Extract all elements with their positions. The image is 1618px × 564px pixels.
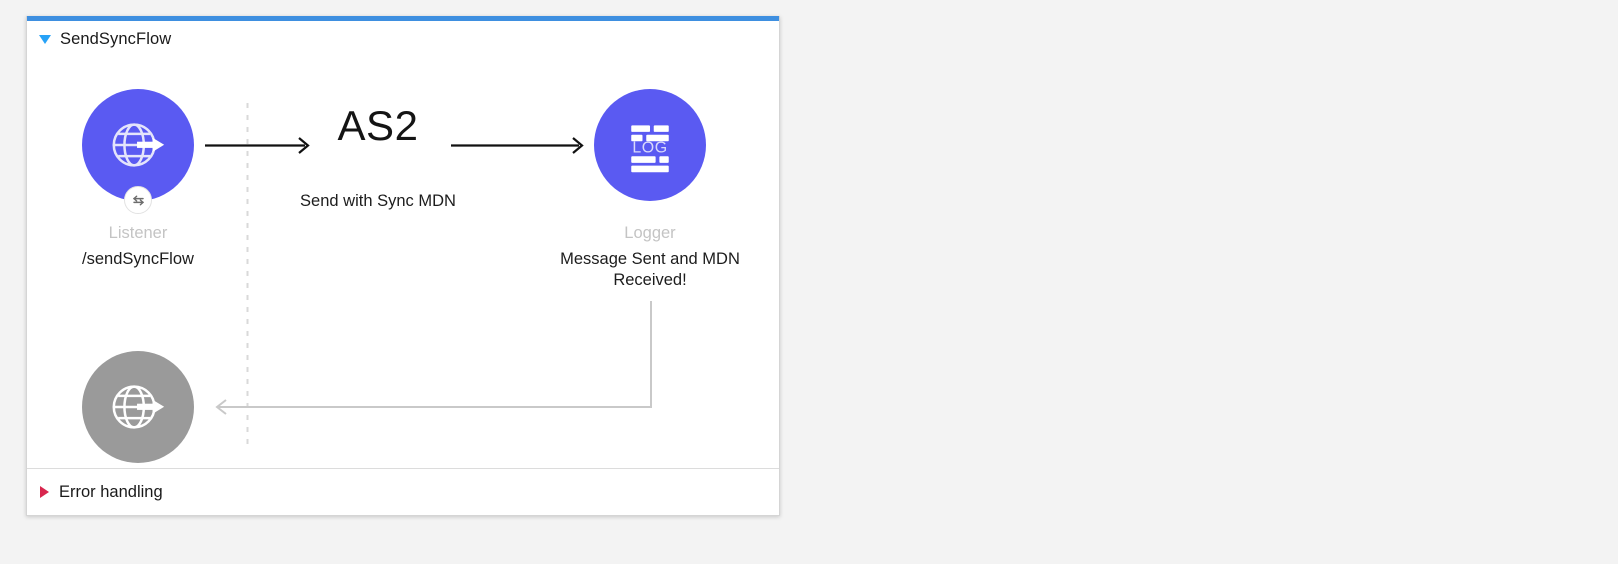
globe-arrow-icon <box>112 123 165 167</box>
as2-caption: Send with Sync MDN <box>300 192 456 210</box>
node-listener[interactable]: Listener /sendSyncFlow <box>48 89 228 270</box>
svg-text:LOG: LOG <box>632 140 667 157</box>
return-path-arrowhead <box>215 399 227 415</box>
flow-panel[interactable]: SendSyncFlow <box>26 16 780 516</box>
node-response-circle[interactable] <box>82 351 194 463</box>
node-logger-name: Message Sent and MDN Received! <box>560 249 740 290</box>
node-listener-circle[interactable] <box>82 89 194 214</box>
triangle-down-icon[interactable] <box>39 34 51 44</box>
node-logger[interactable]: LOG Logger Message Sent and MDN Received… <box>560 89 740 292</box>
flow-canvas: Listener /sendSyncFlow AS2 Send with Syn… <box>27 57 779 468</box>
flow-selected-accent-bar <box>27 16 779 21</box>
sync-exchange-icon <box>132 195 144 205</box>
globe-arrow-icon <box>112 385 165 429</box>
globe-arrow-glyph <box>137 137 165 152</box>
return-path-line <box>217 301 652 408</box>
error-handling-label: Error handling <box>59 482 163 501</box>
sync-exchange-badge <box>124 186 152 214</box>
as2-label: AS2 <box>337 102 419 149</box>
node-response[interactable] <box>48 351 228 468</box>
arrow-as2-to-logger-head <box>572 137 584 154</box>
flow-connectors <box>205 103 652 449</box>
triangle-right-icon[interactable] <box>40 486 49 498</box>
node-listener-type: Listener <box>108 224 168 242</box>
node-logger-type: Logger <box>624 224 676 242</box>
as2-processor[interactable]: AS2 Send with Sync MDN <box>278 105 478 212</box>
log-icon: LOG <box>631 125 669 173</box>
arrow-listener-to-as2-head <box>298 137 310 154</box>
error-handling-section[interactable]: Error handling <box>27 468 779 515</box>
node-listener-name: /sendSyncFlow <box>82 249 194 268</box>
flow-header[interactable]: SendSyncFlow <box>27 21 779 57</box>
flow-title: SendSyncFlow <box>60 29 172 48</box>
globe-arrow-glyph <box>137 399 165 414</box>
node-logger-circle[interactable]: LOG <box>594 89 706 201</box>
